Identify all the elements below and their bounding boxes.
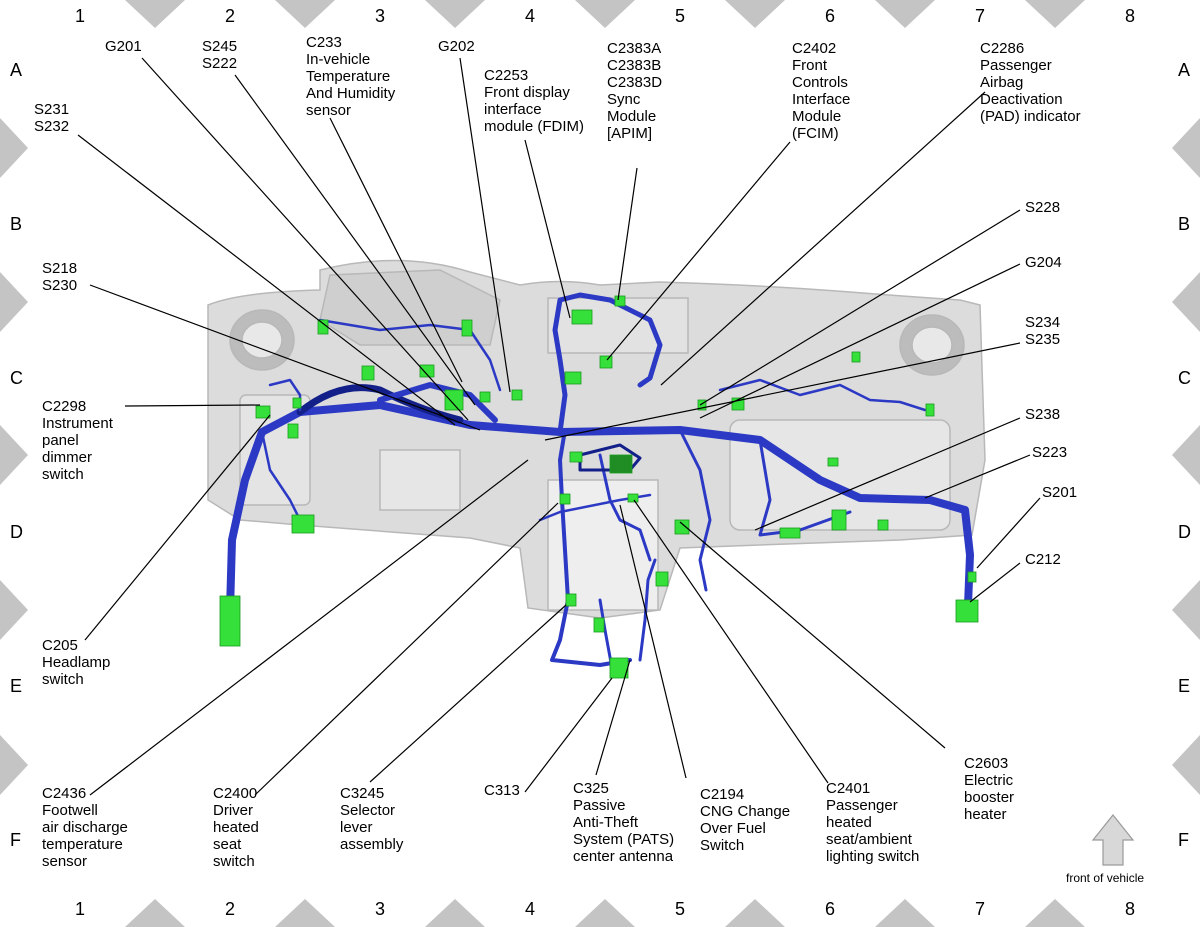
grid-row-label: E (1178, 676, 1191, 696)
grid-row-label: F (10, 830, 21, 850)
grid-row-label: F (1178, 830, 1189, 850)
label-s228: S228 (1025, 199, 1061, 216)
label-g202: G202 (438, 38, 475, 55)
label-c2402: C2402 Front Controls Interface Module (F… (792, 40, 851, 142)
label-c2603: C2603 Electric booster heater (964, 755, 1015, 823)
grid-row-label: B (10, 214, 23, 234)
grid-row-label: A (10, 60, 23, 80)
instrument-panel-outline (207, 259, 986, 619)
grid-column-label: 4 (525, 6, 536, 26)
label-g201: G201 (105, 38, 142, 55)
grid-column-label: 6 (825, 899, 836, 919)
grid-row-label: B (1178, 214, 1191, 234)
label-c205: C205 Headlamp switch (42, 637, 111, 688)
grid-column-label: 5 (675, 6, 686, 26)
grid-column-label: 3 (375, 899, 386, 919)
leader-lines (77, 57, 1041, 796)
front-of-vehicle-arrow-icon (1091, 814, 1135, 866)
grid-row-label: C (10, 368, 23, 388)
grid-column-label: 7 (975, 6, 986, 26)
grid-column-label: 4 (525, 899, 536, 919)
label-g204: G204 (1025, 254, 1062, 271)
label-s234-s235: S234 S235 (1025, 314, 1061, 348)
grid-column-label: 6 (825, 6, 836, 26)
label-s238: S238 (1025, 406, 1061, 423)
label-c325: C325 Passive Anti-Theft System (PATS) ce… (573, 780, 675, 865)
grid-column-label: 1 (75, 899, 86, 919)
label-c2194: C2194 CNG Change Over Fuel Switch (700, 786, 791, 854)
grid-row-label: D (10, 522, 23, 542)
label-c313: C313 (484, 782, 520, 799)
grid-row-label: A (1178, 60, 1191, 80)
label-c2253: C2253 Front display interface module (FD… (484, 67, 585, 135)
label-c3245: C3245 Selector lever assembly (340, 785, 404, 853)
label-c2383: C2383A C2383B C2383D Sync Module [APIM] (607, 40, 663, 142)
label-c2401: C2401 Passenger heated seat/ambient ligh… (826, 780, 920, 865)
label-c2286: C2286 Passenger Airbag Deactivation (PAD… (980, 40, 1081, 125)
grid-row-label: C (1178, 368, 1191, 388)
wiring-harness (226, 292, 974, 670)
label-c212: C212 (1025, 551, 1061, 568)
grid-column-label: 5 (675, 899, 686, 919)
front-of-vehicle-label: front of vehicle (1066, 871, 1145, 885)
connectors (219, 295, 979, 679)
grid-row-label: E (10, 676, 23, 696)
label-s231-s232: S231 S232 (34, 101, 70, 135)
label-s245-s222: S245 S222 (202, 38, 238, 72)
label-s201: S201 (1042, 484, 1078, 501)
grid-column-label: 2 (225, 6, 236, 26)
label-s223: S223 (1032, 444, 1068, 461)
grid-column-label: 2 (225, 899, 236, 919)
grid-column-label: 8 (1125, 899, 1136, 919)
label-c2400: C2400 Driver heated seat switch (213, 785, 259, 870)
label-c233: C233 In-vehicle Temperature And Humidity… (306, 34, 396, 119)
label-c2436: C2436 Footwell air discharge temperature… (42, 785, 128, 870)
grid-column-label: 3 (375, 6, 386, 26)
grid-row-label: D (1178, 522, 1191, 542)
grid-column-label: 7 (975, 899, 986, 919)
grid-column-label: 8 (1125, 6, 1136, 26)
label-c2298: C2298 Instrument panel dimmer switch (42, 398, 113, 483)
label-s218-s230: S218 S230 (42, 260, 78, 294)
grid-column-label: 1 (75, 6, 86, 26)
